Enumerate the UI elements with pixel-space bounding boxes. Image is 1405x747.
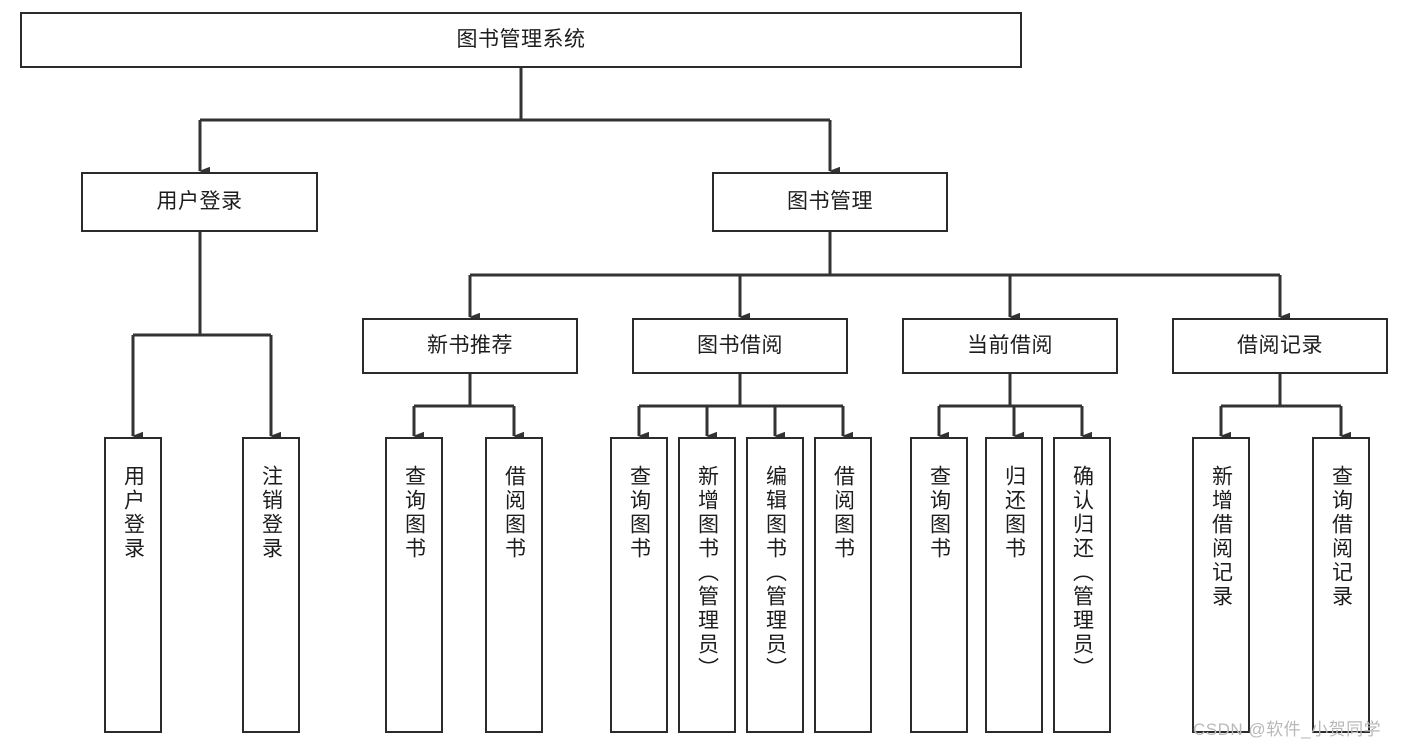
node-label-book-manage: 图书管理 xyxy=(787,189,873,213)
node-leaf-query-book-1[interactable]: 查询图书 xyxy=(385,437,443,733)
node-label-leaf-return-book: 归还图书 xyxy=(1002,465,1026,561)
node-label-leaf-add-record: 新增借阅记录 xyxy=(1209,465,1233,609)
node-label-leaf-borrow-book-2: 借阅图书 xyxy=(831,465,855,561)
node-label-leaf-edit-book: 编辑图书（管理员） xyxy=(763,465,787,681)
node-leaf-query-record[interactable]: 查询借阅记录 xyxy=(1312,437,1370,733)
node-leaf-edit-book[interactable]: 编辑图书（管理员） xyxy=(746,437,804,733)
edge-spine-book-manage xyxy=(470,232,1280,277)
edge-spine-book-borrow xyxy=(639,374,843,408)
node-label-leaf-add-book: 新增图书（管理员） xyxy=(695,465,719,681)
node-label-leaf-query-record: 查询借阅记录 xyxy=(1329,465,1353,609)
edge-spine-root xyxy=(200,68,830,122)
node-label-leaf-query-book-2: 查询图书 xyxy=(627,465,651,561)
csdn-watermark: CSDN @软件_小贺同学 xyxy=(1193,720,1382,739)
node-label-leaf-logout: 注销登录 xyxy=(259,465,283,561)
node-label-book-borrow: 图书借阅 xyxy=(697,333,783,357)
node-leaf-return-book[interactable]: 归还图书 xyxy=(985,437,1043,733)
node-label-current-borrow: 当前借阅 xyxy=(967,333,1053,357)
node-label-leaf-query-book-3: 查询图书 xyxy=(927,465,951,561)
node-label-new-book-recommend: 新书推荐 xyxy=(427,333,513,357)
node-label-leaf-borrow-book-1: 借阅图书 xyxy=(502,465,526,561)
node-book-borrow[interactable]: 图书借阅 xyxy=(632,318,848,374)
node-label-leaf-confirm-return: 确认归还（管理员） xyxy=(1070,465,1094,681)
node-leaf-query-book-3[interactable]: 查询图书 xyxy=(910,437,968,733)
node-new-book-recommend[interactable]: 新书推荐 xyxy=(362,318,578,374)
node-borrow-record[interactable]: 借阅记录 xyxy=(1172,318,1388,374)
node-label-borrow-record: 借阅记录 xyxy=(1237,333,1323,357)
node-leaf-borrow-book-1[interactable]: 借阅图书 xyxy=(485,437,543,733)
node-leaf-user-login[interactable]: 用户登录 xyxy=(104,437,162,733)
node-root[interactable]: 图书管理系统 xyxy=(20,12,1022,68)
edge-spine-borrow-record xyxy=(1221,374,1341,408)
edge-spine-current-borrow xyxy=(939,374,1082,408)
node-leaf-confirm-return[interactable]: 确认归还（管理员） xyxy=(1053,437,1111,733)
node-leaf-borrow-book-2[interactable]: 借阅图书 xyxy=(814,437,872,733)
node-label-user-login: 用户登录 xyxy=(156,189,243,213)
node-leaf-add-book[interactable]: 新增图书（管理员） xyxy=(678,437,736,733)
node-leaf-logout[interactable]: 注销登录 xyxy=(242,437,300,733)
node-label-root: 图书管理系统 xyxy=(456,27,586,51)
node-leaf-query-book-2[interactable]: 查询图书 xyxy=(610,437,668,733)
edge-spine-new-book-recommend xyxy=(414,374,514,408)
node-current-borrow[interactable]: 当前借阅 xyxy=(902,318,1118,374)
node-user-login[interactable]: 用户登录 xyxy=(81,172,318,232)
node-label-leaf-user-login: 用户登录 xyxy=(121,465,145,561)
node-leaf-add-record[interactable]: 新增借阅记录 xyxy=(1192,437,1250,733)
node-label-leaf-query-book-1: 查询图书 xyxy=(402,465,426,561)
edge-spine-user-login xyxy=(133,232,271,337)
node-book-manage[interactable]: 图书管理 xyxy=(712,172,948,232)
